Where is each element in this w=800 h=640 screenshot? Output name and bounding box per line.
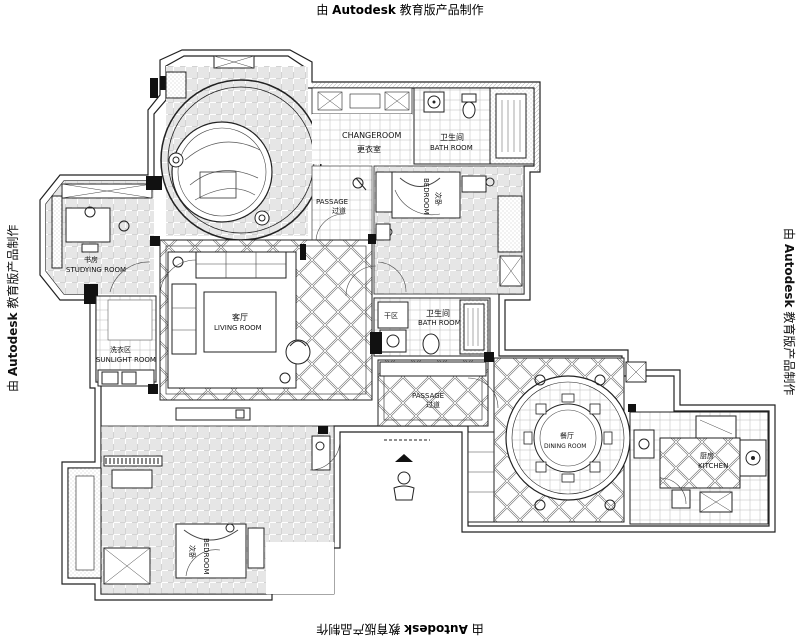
dining-label-en: DINING ROOM xyxy=(544,443,586,450)
bedroom-top: BEDROOM 次卧 xyxy=(373,165,525,295)
dining-label-cn: 餐厅 xyxy=(560,431,574,440)
bedroom-bottom-label-en: BEDROOM xyxy=(202,538,210,575)
kitchen-label-en: KITCHEN xyxy=(698,462,728,470)
bedroom-top-label-en: BEDROOM xyxy=(422,178,430,215)
bath-room-top: 卫生间 BATH ROOM xyxy=(413,87,535,165)
changeroom-label-cn: 更衣室 xyxy=(357,144,381,154)
bath-mid-label-en: BATH ROOM xyxy=(418,319,461,327)
changeroom xyxy=(150,55,322,241)
bath-room-mid: 干区 卫生间 BATH ROOM xyxy=(370,297,491,357)
bedroom-bottom-label-cn: 次卧 xyxy=(188,545,197,559)
passage-top-label-en: PASSAGE xyxy=(316,198,348,206)
dining-room: 餐厅 DINING ROOM xyxy=(467,357,647,523)
study-label-en: STUDYING ROOM xyxy=(66,266,126,274)
study-label-cn: 书房 xyxy=(84,255,98,264)
passage-top-label-cn: 过道 xyxy=(332,206,346,215)
sunlight-label-cn: 洗衣区 xyxy=(110,345,131,354)
passage-mid: PASSAGE 过道 xyxy=(377,359,489,427)
sunlight-label-en: SUNLIGHT ROOM xyxy=(96,356,156,364)
door-swings xyxy=(159,259,499,471)
kitchen: 厨房 KITCHEN xyxy=(629,411,769,525)
entrance-marker xyxy=(384,439,430,501)
living-label-cn: 客厅 xyxy=(232,312,248,322)
passage-mid-label-cn: 过道 xyxy=(426,400,440,409)
living-label-en: LIVING ROOM xyxy=(214,324,262,332)
studying-room: 书房 STUDYING ROOM xyxy=(46,176,162,304)
changeroom-cabinets: CHANGEROOM 更衣室 xyxy=(311,87,413,164)
sunlight-room: 洗衣区 SUNLIGHT ROOM xyxy=(95,295,157,387)
kitchen-label-cn: 厨房 xyxy=(700,451,714,460)
bath-top-label-en: BATH ROOM xyxy=(430,144,473,152)
living-room: 客厅 LIVING ROOM xyxy=(159,239,373,421)
passage-top: PASSAGE 过道 xyxy=(311,165,373,243)
bedroom-bottom: BEDROOM 次卧 xyxy=(67,425,335,595)
structural-columns xyxy=(148,234,636,434)
bath-top-label-cn: 卫生间 xyxy=(440,132,464,142)
watermark-top: 由 Autodesk 教育版产品制作 xyxy=(316,3,484,17)
bath-mid-label-cn: 卫生间 xyxy=(426,308,450,318)
bath-mid-dry-label: 干区 xyxy=(384,312,398,320)
changeroom-label-en: CHANGEROOM xyxy=(342,131,401,140)
passage-mid-label-en: PASSAGE xyxy=(412,392,444,400)
bedroom-top-label-cn: 次卧 xyxy=(434,192,443,206)
